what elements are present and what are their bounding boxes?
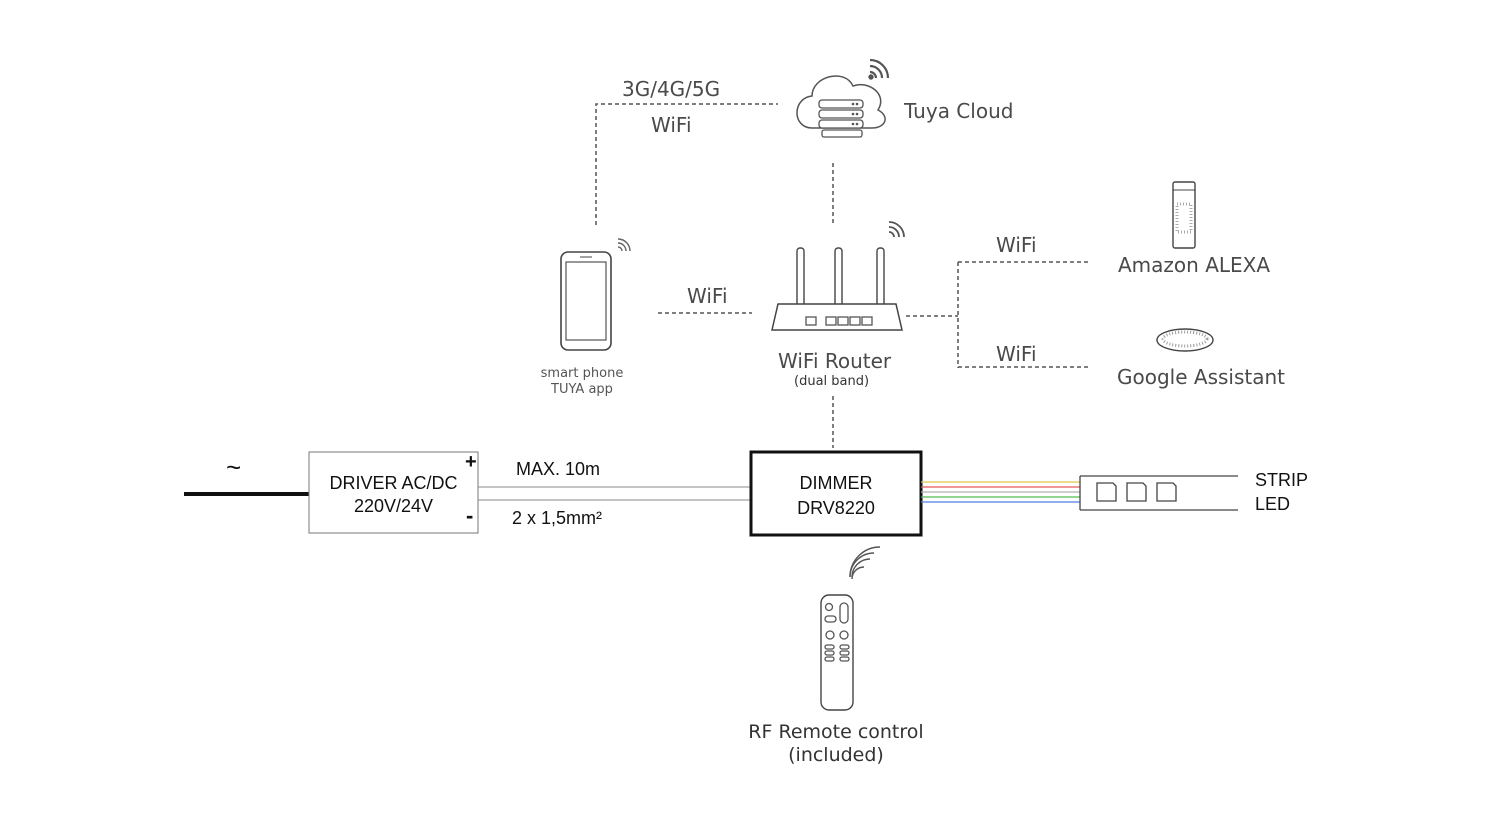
remote-signal-icon [849,546,881,580]
dimmer-label-line2: DRV8220 [797,498,875,518]
wifi-label-alexa: WiFi [996,233,1037,257]
minus-terminal: - [466,503,474,528]
cable-length-label: MAX. 10m [516,459,601,479]
output-wires [921,481,1080,503]
strip-label-line1: STRIP [1255,470,1309,490]
remote-icon [820,594,854,711]
cloud-label: Tuya Cloud [904,99,1014,123]
cloud-icon [796,75,886,138]
strip-label-line2: LED [1255,494,1291,514]
google-label: Google Assistant [1117,365,1285,389]
remote-label-line1: RF Remote control [748,721,924,743]
router-sub-label: (dual band) [794,374,870,389]
wifi-label-cloud: WiFi [651,113,692,137]
cable-section-label: 2 x 1,5mm² [512,508,603,528]
router-label: WiFi Router [778,349,892,373]
smartphone-icon [560,251,612,351]
remote-label-line2: (included) [788,744,884,766]
alexa-label: Amazon ALEXA [1118,253,1271,277]
router-icon [771,247,903,331]
driver-box [308,451,479,534]
cloud-signal-icon [868,58,890,80]
wifi-label-google: WiFi [996,342,1037,366]
driver-label-line2: 220V/24V [353,496,434,516]
phone-label-line2: TUYA app [551,382,613,397]
phone-signal-icon [617,238,631,252]
plus-terminal: + [465,451,477,473]
network-links [595,103,1088,448]
led-strip-icon [1079,475,1238,511]
router-assistant-links [906,261,1088,368]
dc-cable [478,486,751,501]
google-home-icon [1156,328,1214,352]
mobile-network-label: 3G/4G/5G [622,77,721,101]
alexa-icon [1172,181,1196,249]
wifi-label-phone: WiFi [687,284,728,308]
phone-cloud-link [595,103,778,225]
driver-label-line1: DRIVER AC/DC [329,473,458,493]
router-signal-icon [888,221,905,238]
dimmer-box [749,450,923,537]
phone-label-line1: smart phone [540,366,624,381]
ac-symbol: ~ [226,452,242,482]
dimmer-label-line1: DIMMER [799,473,873,493]
